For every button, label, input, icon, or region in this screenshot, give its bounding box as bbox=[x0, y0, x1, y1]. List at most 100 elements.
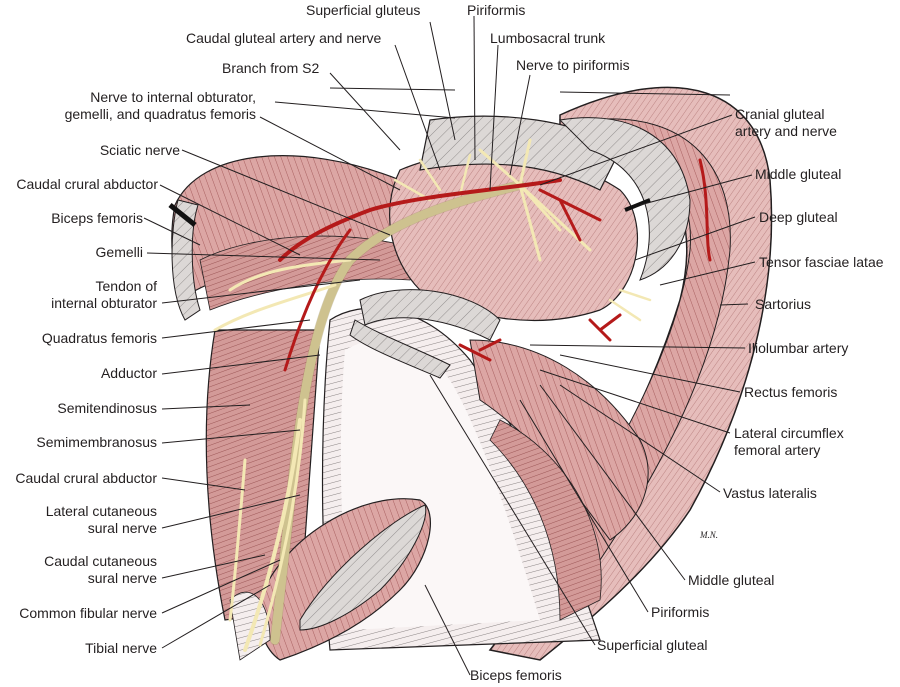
leader-line bbox=[539, 369, 731, 434]
leader-line bbox=[161, 554, 266, 579]
biceps-fascia-cut bbox=[171, 199, 201, 321]
leader-line bbox=[634, 216, 756, 261]
label-tendon-internal-obturator: Tendon of internal obturator bbox=[0, 278, 157, 312]
leader-line bbox=[473, 15, 476, 161]
label-biceps-femoris-upper: Biceps femoris bbox=[51, 210, 143, 226]
leader-line bbox=[719, 303, 749, 306]
femoral-branch-artery bbox=[283, 228, 352, 372]
cranial-gluteal-branches bbox=[608, 288, 652, 322]
leader-line bbox=[259, 116, 401, 191]
label-sartorius: Sartorius bbox=[755, 296, 812, 312]
leader-line bbox=[161, 429, 301, 444]
leader-line bbox=[559, 91, 731, 96]
leader-line bbox=[161, 404, 251, 410]
label-piriformis-top: Piriformis bbox=[467, 2, 526, 18]
label-cranial-gluteal-line2: artery and nerve bbox=[735, 123, 837, 139]
cut-fascia-strip-2 bbox=[349, 319, 451, 379]
leader-line bbox=[529, 344, 746, 349]
label-semitendinosus: Semitendinosus bbox=[57, 400, 157, 416]
arteries bbox=[278, 158, 712, 372]
label-nerve-to-piriformis: Nerve to piriformis bbox=[516, 57, 630, 73]
artist-signature: M.N. bbox=[699, 530, 718, 540]
label-common-fibular-nerve: Common fibular nerve bbox=[19, 605, 157, 621]
leader-line bbox=[509, 74, 531, 176]
label-tendon-internal-obturator-line1: Tendon of bbox=[95, 278, 158, 294]
superficial-gluteal-cut bbox=[558, 117, 691, 281]
cut-fascia-strip-1 bbox=[359, 289, 501, 341]
label-caudal-crural-abductor-lower: Caudal crural abductor bbox=[15, 470, 157, 486]
label-quadratus-femoris: Quadratus femoris bbox=[41, 330, 157, 346]
label-adductor: Adductor bbox=[100, 365, 157, 381]
leader-line bbox=[519, 399, 649, 613]
vastus-lateralis-muscle bbox=[489, 419, 602, 621]
leader-line bbox=[159, 184, 301, 256]
leader-line bbox=[181, 149, 391, 236]
leader-line bbox=[161, 319, 311, 339]
nerve-to-gemelli bbox=[228, 258, 352, 292]
retractor-right bbox=[624, 198, 651, 212]
label-sciatic-nerve: Sciatic nerve bbox=[99, 142, 180, 158]
leader-line bbox=[161, 354, 321, 375]
leader-line bbox=[161, 559, 281, 614]
leader-line bbox=[274, 101, 456, 119]
label-caudal-gluteal-artery-nerve: Caudal gluteal artery and nerve bbox=[186, 30, 382, 46]
leader-line bbox=[539, 384, 686, 581]
retractor-upper bbox=[168, 203, 197, 227]
leader-line bbox=[429, 374, 596, 646]
nerve-to-obturator bbox=[213, 283, 337, 332]
leader-line bbox=[429, 21, 456, 141]
label-semimembranosus: Semimembranosus bbox=[36, 434, 157, 450]
iliolumbar-artery-vessel bbox=[698, 158, 712, 262]
label-deep-gluteal: Deep gluteal bbox=[759, 209, 838, 225]
label-nerve-to-internal-obturator: Nerve to internal obturator, gemelli, an… bbox=[60, 89, 256, 123]
label-gemelli: Gemelli bbox=[95, 244, 143, 260]
label-vastus-lateralis: Vastus lateralis bbox=[723, 485, 817, 501]
leader-line bbox=[161, 494, 301, 529]
label-middle-gluteal-upper: Middle gluteal bbox=[755, 166, 842, 182]
label-caudal-cutaneous-sural-nerve-line1: Caudal cutaneous bbox=[44, 553, 157, 569]
lumbosacral-branches bbox=[478, 138, 592, 262]
label-tibial-nerve: Tibial nerve bbox=[85, 640, 157, 656]
leader-line bbox=[539, 114, 733, 186]
label-tensor-fasciae-latae: Tensor fasciae latae bbox=[759, 254, 884, 270]
cranial-gluteal-artery bbox=[538, 188, 602, 242]
label-lateral-cutaneous-sural-nerve-line2: sural nerve bbox=[87, 520, 157, 536]
label-superficial-gluteus: Superficial gluteus bbox=[306, 2, 421, 18]
leader-line bbox=[161, 279, 361, 304]
leader-line bbox=[146, 252, 381, 261]
semitendinosus-muscle bbox=[205, 329, 321, 621]
leader-line bbox=[329, 87, 456, 91]
leader-lines bbox=[143, 15, 756, 676]
biceps-femoris-cut bbox=[299, 504, 427, 631]
leader-line bbox=[143, 217, 201, 246]
leader-line bbox=[424, 584, 471, 676]
label-lateral-circumflex-line2: femoral artery bbox=[734, 442, 821, 458]
label-nerve-to-internal-obturator-line2: gemelli, and quadratus femoris bbox=[64, 106, 256, 122]
lateral-circumflex-artery bbox=[458, 313, 622, 362]
label-lateral-circumflex-femoral-artery: Lateral circumflex femoral artery bbox=[734, 425, 844, 459]
label-lateral-circumflex-line1: Lateral circumflex bbox=[734, 425, 844, 441]
label-iliolumbar-artery: Iliolumbar artery bbox=[748, 340, 849, 356]
nerves bbox=[213, 138, 652, 652]
piriformis-muscle bbox=[419, 115, 621, 191]
label-piriformis-bottom: Piriformis bbox=[651, 604, 710, 620]
label-nerve-to-internal-obturator-line1: Nerve to internal obturator, bbox=[90, 89, 256, 105]
leader-line bbox=[559, 354, 741, 393]
label-tendon-internal-obturator-line2: internal obturator bbox=[51, 295, 157, 311]
common-fibular-branch bbox=[258, 398, 307, 647]
label-cranial-gluteal-artery-nerve: Cranial gluteal artery and nerve bbox=[735, 106, 837, 140]
label-lateral-cutaneous-sural-nerve: Lateral cutaneous sural nerve bbox=[0, 503, 157, 537]
leader-line bbox=[559, 384, 721, 493]
tibial-nerve-branch bbox=[243, 418, 302, 652]
label-caudal-crural-abductor-upper: Caudal crural abductor bbox=[16, 176, 158, 192]
label-caudal-cutaneous-sural-nerve-line2: sural nerve bbox=[87, 570, 157, 586]
label-branch-from-s2: Branch from S2 bbox=[222, 60, 320, 76]
sural-branch bbox=[228, 458, 247, 622]
leader-line bbox=[659, 261, 756, 286]
leader-line bbox=[394, 44, 441, 171]
caudal-gluteal-artery bbox=[278, 178, 562, 262]
label-superficial-gluteal: Superficial gluteal bbox=[597, 637, 708, 653]
leader-line bbox=[161, 477, 246, 491]
label-caudal-cutaneous-sural-nerve: Caudal cutaneous sural nerve bbox=[0, 553, 157, 587]
